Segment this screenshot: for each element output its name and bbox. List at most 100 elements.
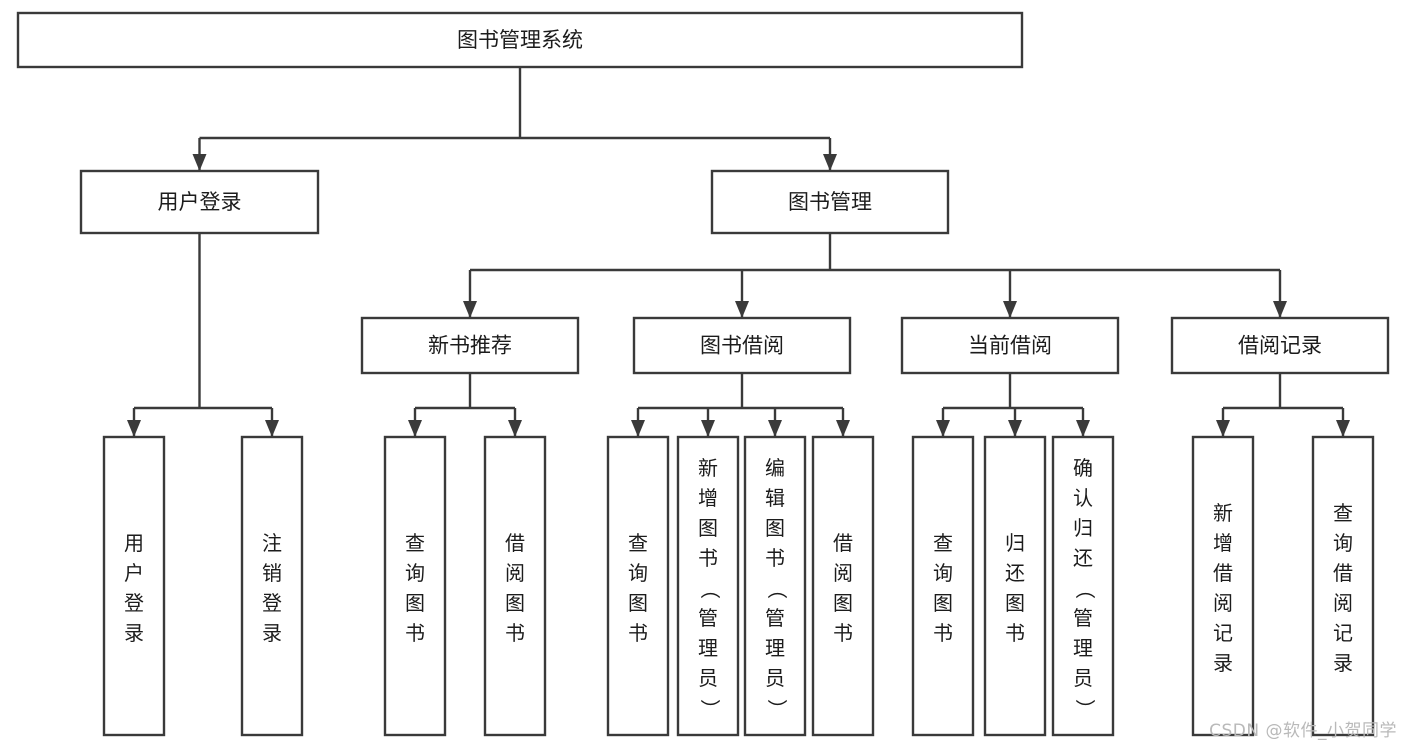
level3-node-current-borrow[interactable]: 当前借阅 xyxy=(900,316,1120,375)
node-box[interactable] xyxy=(383,435,447,737)
arrow-head xyxy=(1273,301,1287,318)
node-label-char: 记 xyxy=(1333,621,1353,645)
node-box[interactable] xyxy=(710,169,950,235)
node-box[interactable] xyxy=(743,435,807,737)
connector-edges-layer xyxy=(127,67,1350,437)
node-label-char: 书 xyxy=(933,621,953,645)
node-box[interactable] xyxy=(360,316,580,375)
node-label-char: 书 xyxy=(1005,621,1025,645)
node-label-char: 员 xyxy=(765,666,785,690)
arrow-head xyxy=(1076,420,1090,437)
node-label-char: 录 xyxy=(1213,651,1233,675)
node-label-char: 认 xyxy=(1073,486,1093,510)
node-label-char: 还 xyxy=(1073,546,1093,570)
arrow-head xyxy=(768,420,782,437)
node-label-char: 户 xyxy=(124,561,144,585)
node-label-char: 确 xyxy=(1073,456,1093,480)
arrow-head xyxy=(1216,420,1230,437)
node-label-char: 阅 xyxy=(833,561,853,585)
level2-node-user-login[interactable]: 用户登录 xyxy=(79,169,320,235)
node-label-char: 借 xyxy=(1333,561,1353,585)
node-label-char: 书 xyxy=(505,621,525,645)
arrow-head xyxy=(823,154,837,171)
arrow-head xyxy=(735,301,749,318)
node-label-char: 归 xyxy=(1073,516,1093,540)
node-label-char: 员 xyxy=(1073,666,1093,690)
node-box[interactable] xyxy=(16,11,1024,69)
node-label-char: 询 xyxy=(628,561,648,585)
node-label-char: 管 xyxy=(765,606,785,630)
node-label-char: 员 xyxy=(698,666,718,690)
node-label-char: ） xyxy=(1073,699,1097,719)
node-label-char: 图 xyxy=(405,591,425,615)
node-box[interactable] xyxy=(240,435,304,737)
node-label-char: 查 xyxy=(1333,501,1353,525)
node-label: 图书借阅 xyxy=(700,334,784,358)
node-label-char: 增 xyxy=(1213,531,1233,555)
root-node-root[interactable]: 图书管理系统 xyxy=(16,11,1024,69)
node-label-char: 新 xyxy=(1213,501,1233,525)
node-label: 当前借阅 xyxy=(968,334,1052,358)
node-label-char: 图 xyxy=(765,516,785,540)
node-label-char: 记 xyxy=(1213,621,1233,645)
leaf-node-leaf-user-login[interactable]: 用户登录 xyxy=(102,435,166,737)
node-label-char: 图 xyxy=(833,591,853,615)
node-label-char: 录 xyxy=(262,621,282,645)
node-label-char: 注 xyxy=(262,531,282,555)
node-label-char: ） xyxy=(765,699,789,719)
node-label-char: 阅 xyxy=(1333,591,1353,615)
node-box[interactable] xyxy=(483,435,547,737)
node-box[interactable] xyxy=(79,169,320,235)
node-label-char: 理 xyxy=(698,636,718,660)
node-label-char: 借 xyxy=(505,531,525,555)
node-label-char: 书 xyxy=(628,621,648,645)
node-box[interactable] xyxy=(1170,316,1390,375)
node-label-char: 新 xyxy=(698,456,718,480)
node-box[interactable] xyxy=(102,435,166,737)
node-label-char: 理 xyxy=(1073,636,1093,660)
node-box[interactable] xyxy=(911,435,975,737)
arrow-head xyxy=(1003,301,1017,318)
node-box[interactable] xyxy=(811,435,875,737)
node-label-char: 增 xyxy=(698,486,718,510)
level2-node-book-management[interactable]: 图书管理 xyxy=(710,169,950,235)
node-label-char: 销 xyxy=(262,561,282,585)
node-box[interactable] xyxy=(676,435,740,737)
node-box[interactable] xyxy=(1051,435,1115,737)
node-box[interactable] xyxy=(983,435,1047,737)
node-box[interactable] xyxy=(1311,435,1375,737)
csdn-watermark: CSDN @软件_小贺同学 xyxy=(1209,721,1397,741)
level3-node-new-book-recommend[interactable]: 新书推荐 xyxy=(360,316,580,375)
node-box[interactable] xyxy=(1191,435,1255,737)
arrow-head xyxy=(1336,420,1350,437)
arrow-head xyxy=(836,420,850,437)
node-boxes-layer: 图书管理系统用户登录图书管理新书推荐图书借阅当前借阅借阅记录用户登录注销登录查询… xyxy=(16,11,1390,737)
node-box[interactable] xyxy=(632,316,852,375)
node-label-char: 询 xyxy=(405,561,425,585)
node-label-char: 书 xyxy=(833,621,853,645)
level3-node-book-borrow[interactable]: 图书借阅 xyxy=(632,316,852,375)
arrow-head xyxy=(408,420,422,437)
arrow-head xyxy=(265,420,279,437)
node-box[interactable] xyxy=(606,435,670,737)
level3-node-borrow-record[interactable]: 借阅记录 xyxy=(1170,316,1390,375)
node-label: 借阅记录 xyxy=(1238,334,1322,358)
node-box[interactable] xyxy=(900,316,1120,375)
node-label: 图书管理 xyxy=(788,190,872,214)
node-label-char: 询 xyxy=(933,561,953,585)
node-label-char: 借 xyxy=(1213,561,1233,585)
node-label-char: 辑 xyxy=(765,486,785,510)
